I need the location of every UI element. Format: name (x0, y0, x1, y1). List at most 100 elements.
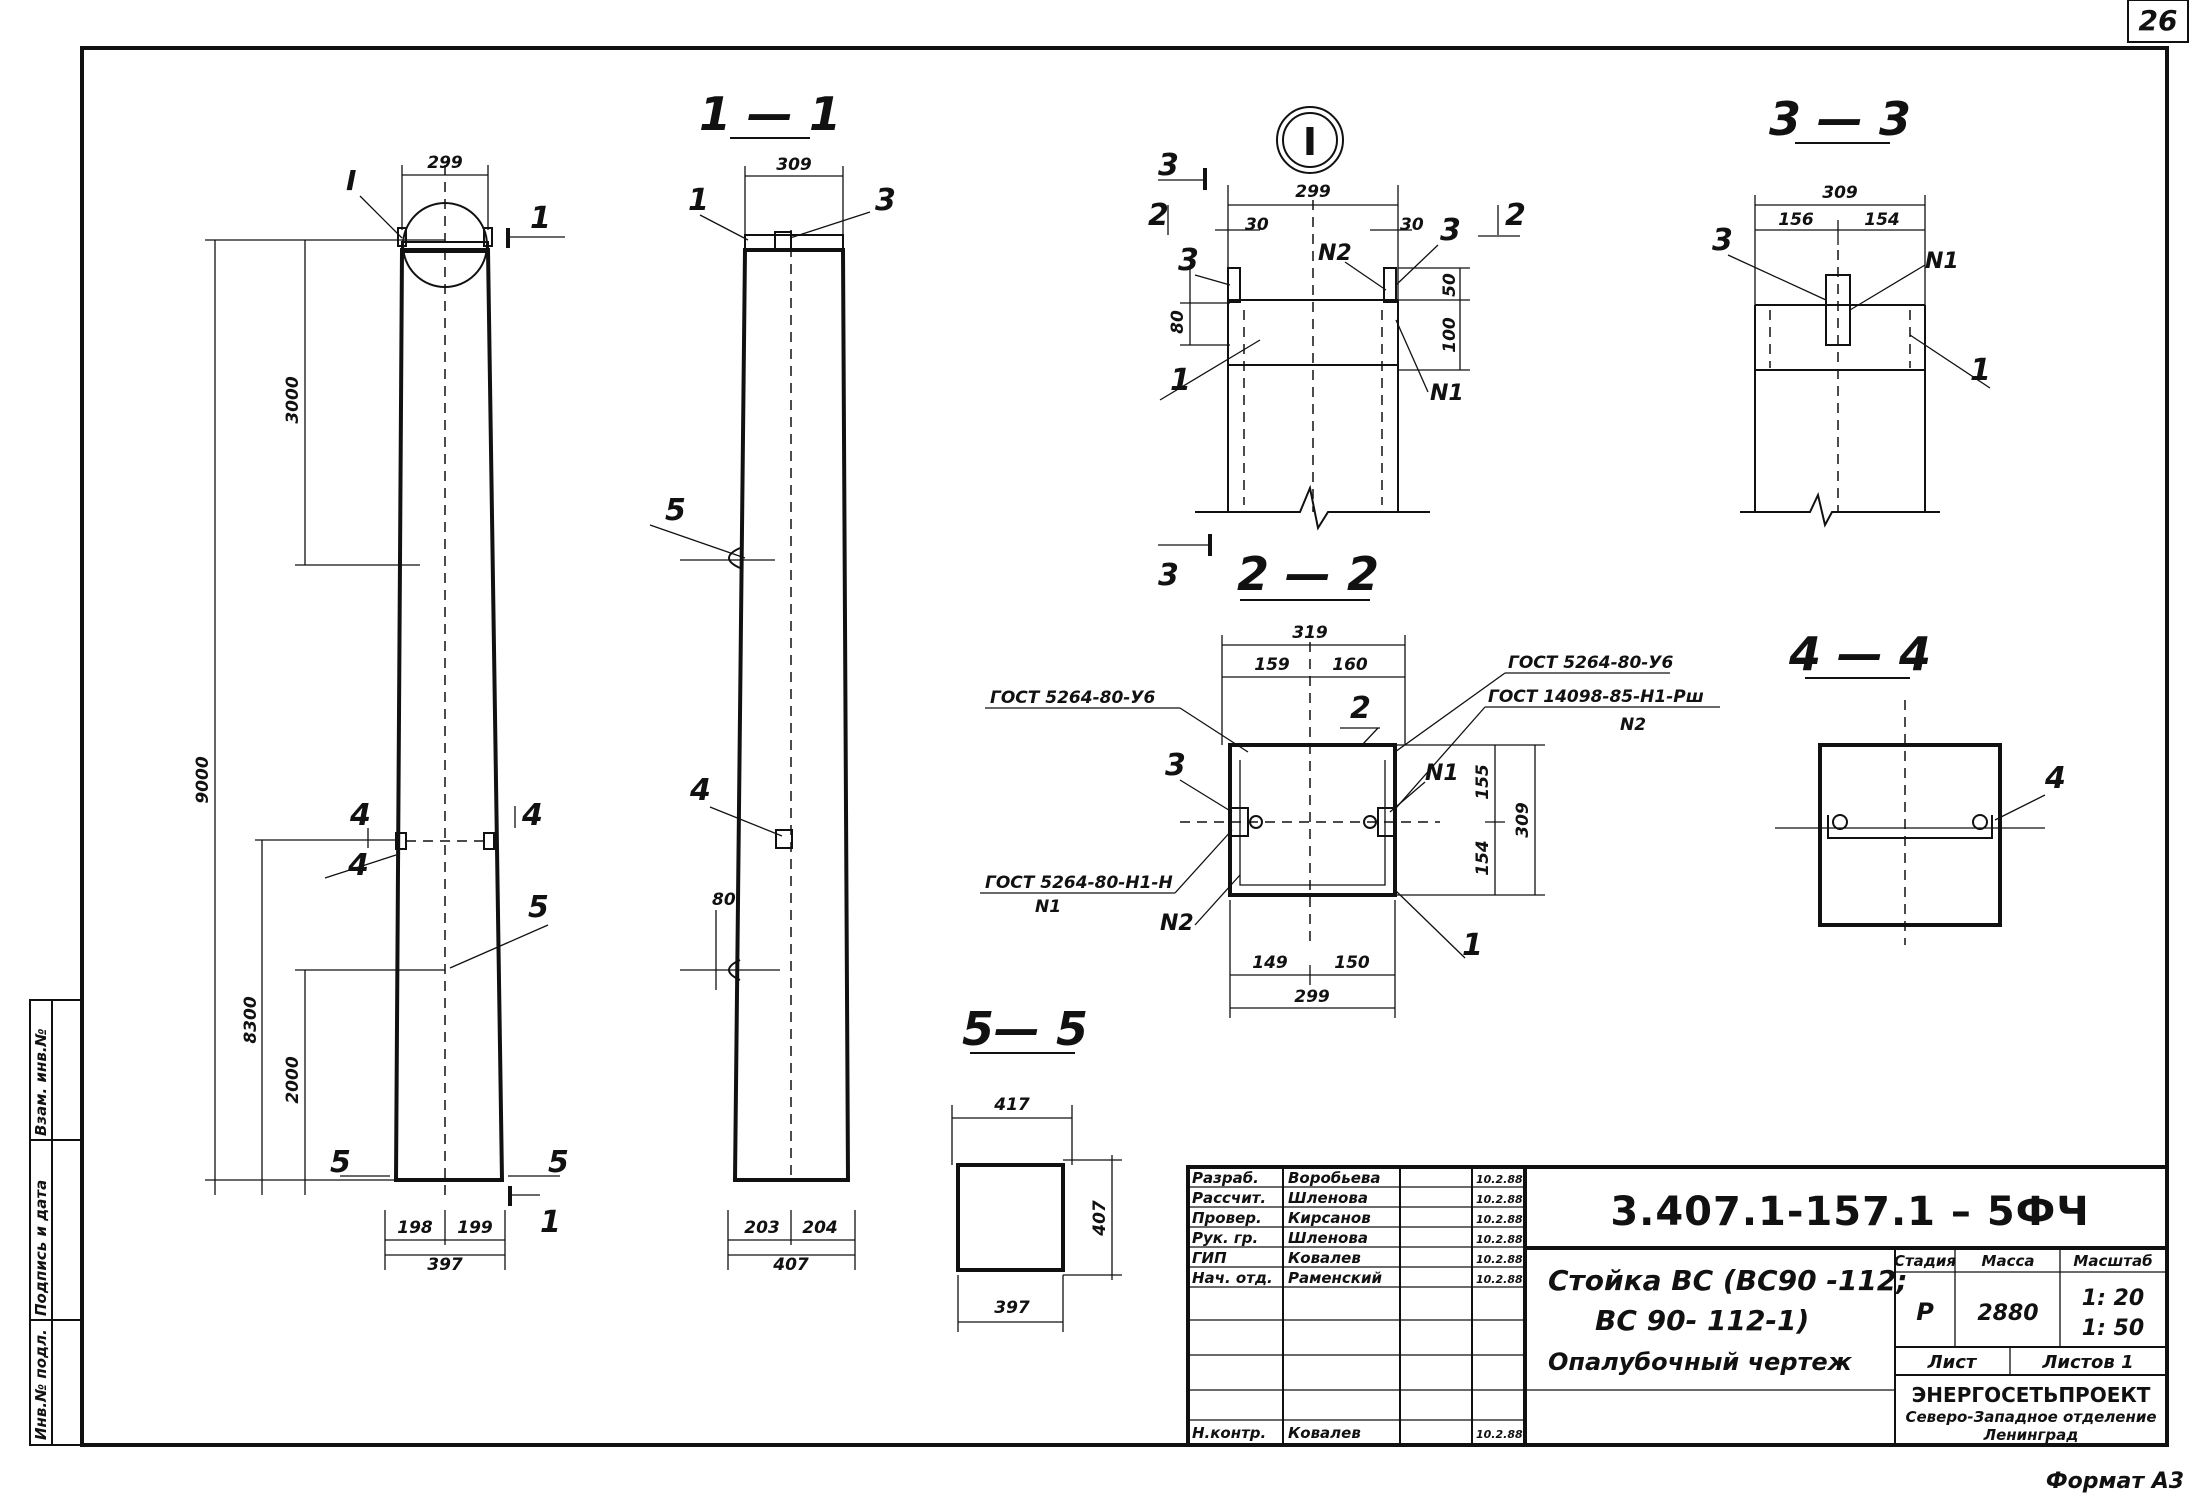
s11-mark4: 4 (689, 773, 711, 808)
gost-low: ГОСТ 5264-80-Н1-Н (985, 873, 1173, 893)
tb-title-3: Опалубочный чертеж (1548, 1348, 1853, 1376)
section-2-2-title: 2 — 2 (1237, 547, 1379, 601)
gost-right2: ГОСТ 14098-85-Н1-Рш (1488, 687, 1704, 707)
dim-8300: 8300 (241, 996, 261, 1043)
elev-dim-397: 397 (427, 1255, 463, 1275)
ni-n1: N1 (1430, 381, 1464, 406)
tb-mass: 2880 (1977, 1301, 2038, 1326)
elev-sec5-right: 5 (548, 1145, 569, 1180)
tb-scale1: 1: 20 (2082, 1286, 2144, 1311)
ni-dim-80: 80 (1168, 310, 1188, 334)
s33-n1: N1 (1925, 249, 1959, 274)
s22-dim-159: 159 (1254, 655, 1290, 675)
s11-dim-204: 204 (802, 1218, 838, 1238)
section-3-3: 3 — 3 309 156 154 3 N1 1 (1712, 92, 1991, 528)
elev-dim-199: 199 (457, 1218, 493, 1238)
tb-row3-date: 10.2.88 (1476, 1233, 1523, 1246)
side-stamp-inv: Инв.№ подл. (32, 1329, 50, 1440)
s22-n2: N2 (1160, 911, 1194, 936)
s44-body (1818, 743, 2002, 927)
gost-right1: ГОСТ 5264-80-У6 (1508, 653, 1673, 673)
s55-body (956, 1163, 1065, 1272)
s22-mark2: 2 (1350, 691, 1371, 726)
elev-dim-198: 198 (397, 1218, 433, 1238)
side-stamp-sign: Подпись и дата (32, 1180, 50, 1316)
elev-sec1-top: 1 (530, 201, 551, 236)
s11-mark5-top: 5 (665, 493, 686, 528)
tb-stage: Р (1916, 1298, 1934, 1326)
s11-mark1: 1 (688, 183, 709, 218)
section-2-2: 2 — 2 319 159 160 155 154 309 149 150 (980, 547, 1720, 1018)
elev-sec4-right: 4 (521, 798, 543, 833)
sheet-number-box (2127, 0, 2189, 43)
tb-row4-date: 10.2.88 (1476, 1253, 1523, 1266)
tb-row3-name: Шленова (1288, 1229, 1368, 1247)
tb-org-sub2: Ленинград (1983, 1426, 2079, 1444)
tb-row0-role: Разраб. (1192, 1169, 1259, 1187)
elev-top-dim: 299 (427, 153, 463, 173)
title-block: Разраб. Воробьева 10.2.88 Рассчит. Шлено… (1186, 1165, 2169, 1447)
s22-n1: N1 (1425, 761, 1459, 786)
elev-sec1-bottom: 1 (540, 1205, 561, 1240)
tb-scale-label: Масштаб (2073, 1252, 2152, 1270)
s33-dim-154: 154 (1864, 210, 1900, 230)
s22-mark1: 1 (1462, 928, 1483, 963)
column-body (393, 248, 505, 1182)
tb-sheets-label: Листов 1 (2041, 1352, 2133, 1373)
section-5-5-title: 5— 5 (962, 1002, 1088, 1056)
s22-dim-155: 155 (1473, 764, 1493, 800)
s33-dim-156: 156 (1778, 210, 1814, 230)
tb-org-sub1: Северо-Западное отделение (1905, 1408, 2156, 1426)
ni-sec2-left: 2 (1148, 198, 1169, 233)
tb-nkontr-role: Н.контр. (1192, 1424, 1266, 1442)
ni-n2: N2 (1318, 241, 1352, 266)
tb-row4-role: ГИП (1192, 1249, 1227, 1267)
s22-dim-150: 150 (1334, 953, 1370, 973)
gost-left: ГОСТ 5264-80-У6 (990, 688, 1155, 708)
dim-3000: 3000 (283, 376, 303, 423)
s22-dim-299: 299 (1294, 987, 1330, 1007)
s22-dim-319: 319 (1292, 623, 1328, 643)
ni-sec2-right: 2 (1505, 198, 1526, 233)
ni-dim-100: 100 (1440, 317, 1460, 353)
elev-sec4-left: 4 (349, 798, 371, 833)
tb-row2-role: Провер. (1192, 1209, 1262, 1227)
s22-outer (1228, 743, 1397, 897)
tb-row1-role: Рассчит. (1192, 1189, 1266, 1207)
s22-dim-154: 154 (1473, 840, 1493, 876)
ni-dim-50: 50 (1440, 273, 1460, 297)
node-i-title: I (1303, 120, 1317, 164)
tb-scale2: 1: 50 (2082, 1316, 2144, 1341)
elev-node-mark: I (346, 164, 356, 197)
s11-dim-80: 80 (712, 890, 736, 910)
tb-row2-name: Кирсанов (1288, 1209, 1371, 1227)
tb-title-1: Стойка ВС (ВС90 -112; (1548, 1264, 1908, 1297)
s22-mark3: 3 (1165, 748, 1186, 783)
elevation-view: 299 I 1 9000 3000 8300 2000 4 4 4 5 (193, 153, 569, 1275)
s33-mark3: 3 (1712, 223, 1733, 258)
ni-mark1: 1 (1170, 363, 1191, 398)
tb-row4-name: Ковалев (1288, 1249, 1361, 1267)
ni-dim-30b: 30 (1400, 215, 1424, 235)
s33-mark1: 1 (1970, 353, 1991, 388)
gost-low-n: N1 (1035, 897, 1061, 917)
s33-dim-309: 309 (1822, 183, 1858, 203)
s11-dim-309: 309 (776, 155, 812, 175)
node-i-circle (402, 202, 488, 288)
s22-dim-149: 149 (1252, 953, 1288, 973)
side-stamp: Инв.№ подл. Подпись и дата Взам. инв.№ (29, 999, 83, 1446)
elev-mark5: 5 (528, 890, 549, 925)
ni-dim-299: 299 (1295, 182, 1331, 202)
ni-mark3-left: 3 (1178, 243, 1199, 278)
tb-org: ЭНЕРГОСЕТЬПРОЕКТ (1912, 1383, 2151, 1407)
s55-dim-417: 417 (993, 1095, 1030, 1115)
section-5-5: 5— 5 417 407 397 (951, 1002, 1122, 1332)
tb-row5-name: Раменский (1288, 1269, 1382, 1287)
dim-9000: 9000 (193, 756, 213, 803)
tb-doc-code: 3.407.1-157.1 – 5ФЧ (1610, 1189, 2089, 1235)
sheet-number: 26 (2139, 4, 2178, 37)
section-4-4: 4 — 4 4 (1775, 627, 2066, 945)
tb-stage-label: Стадия (1894, 1252, 1956, 1270)
gost-right2-n: N2 (1620, 715, 1646, 735)
tb-row2-date: 10.2.88 (1476, 1213, 1523, 1226)
